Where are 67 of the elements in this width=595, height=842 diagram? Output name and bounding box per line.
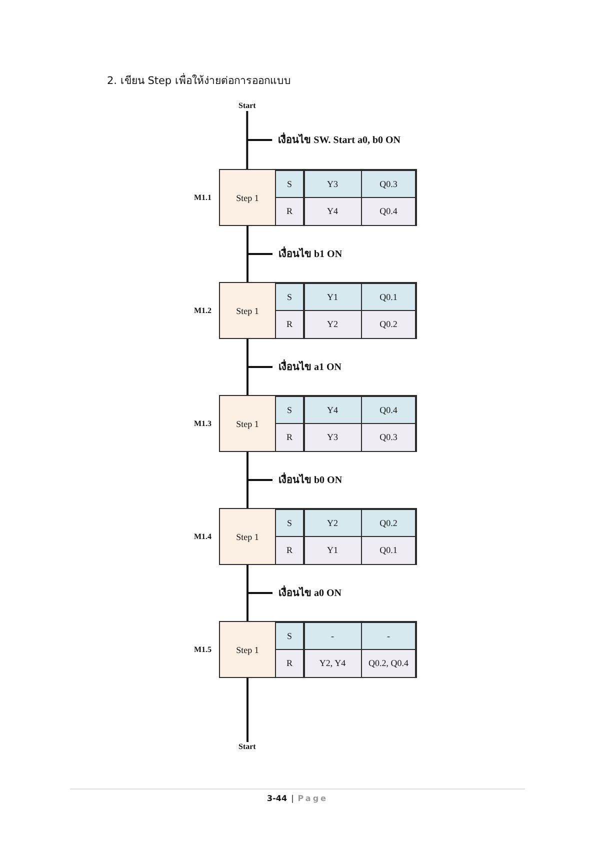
output-cell: Q0.3 — [362, 170, 415, 197]
output-cell: Q0.4 — [362, 198, 415, 224]
page-word: Page — [298, 794, 328, 803]
set-reset-cell: S — [276, 284, 303, 310]
transition-condition: เงื่อนไข b0 ON — [278, 474, 342, 486]
output-cell: Y1 — [304, 537, 360, 564]
output-cell: Q0.1 — [362, 537, 415, 564]
transition-condition: เงื่อนไข SW. Start a0, b0 ON — [278, 134, 401, 146]
output-cell: Y1 — [304, 284, 360, 310]
step-address-label: M1.4 — [194, 532, 212, 542]
output-cell: Q0.4 — [362, 396, 415, 423]
output-cell: Y4 — [304, 396, 360, 423]
page-number: 3-44 — [267, 794, 288, 803]
output-cell: Y2 — [304, 311, 360, 338]
connector-line — [246, 452, 248, 508]
step-address-label: M1.2 — [194, 306, 212, 316]
step-box — [219, 169, 276, 226]
step-label: Step 1 — [236, 644, 259, 654]
set-reset-cell: R — [276, 311, 303, 338]
step-label: Step 1 — [236, 532, 259, 542]
set-reset-cell: R — [276, 537, 303, 564]
action-table — [274, 508, 416, 565]
set-reset-cell: R — [276, 650, 303, 676]
step-address-label: M1.5 — [194, 644, 212, 654]
set-reset-cell: S — [276, 510, 303, 536]
output-cell: Q0.3 — [362, 424, 415, 450]
terminal-label: Start — [238, 742, 256, 752]
separator-text: | — [291, 794, 294, 803]
set-reset-cell: S — [276, 170, 303, 197]
step-box — [219, 395, 276, 452]
connector-line — [246, 678, 248, 742]
action-table — [274, 282, 416, 339]
connector-line — [246, 226, 248, 282]
set-reset-cell: S — [276, 622, 303, 649]
action-table — [274, 621, 416, 678]
transition-condition: เงื่อนไข b1 ON — [278, 248, 342, 260]
step-label: Step 1 — [236, 418, 259, 428]
step-label: Step 1 — [236, 192, 259, 202]
step-address-label: M1.3 — [194, 418, 212, 428]
output-cell: Y4 — [304, 198, 360, 224]
output-cell: - — [304, 622, 360, 649]
action-table — [274, 169, 416, 226]
step-box — [219, 621, 276, 678]
set-reset-cell: R — [276, 424, 303, 450]
output-cell: Q0.1 — [362, 284, 415, 310]
output-cell: Y2, Y4 — [304, 650, 360, 676]
output-cell: Q0.2, Q0.4 — [362, 650, 415, 676]
step-label: Step 1 — [236, 306, 259, 316]
terminal-label: Start — [238, 101, 256, 111]
output-cell: Q0.2 — [362, 311, 415, 338]
output-cell: Q0.2 — [362, 510, 415, 536]
step-box — [219, 282, 276, 339]
connector-line — [246, 339, 248, 395]
action-table — [274, 395, 416, 452]
output-cell: - — [362, 622, 415, 649]
transition-condition: เงื่อนไข a1 ON — [278, 360, 342, 374]
connector-line — [246, 565, 248, 621]
connector-line — [246, 111, 248, 169]
transition-condition: เงื่อนไข a0 ON — [278, 586, 342, 600]
output-cell: Y2 — [304, 510, 360, 536]
output-cell: Y3 — [304, 424, 360, 450]
step-address-label: M1.1 — [194, 192, 212, 202]
section-heading: 2. เขียน Step เพื่อให้ง่ายต่อการออกแบบ — [107, 75, 291, 88]
step-box — [219, 508, 276, 565]
set-reset-cell: S — [276, 396, 303, 423]
set-reset-cell: R — [276, 198, 303, 224]
output-cell: Y3 — [304, 170, 360, 197]
